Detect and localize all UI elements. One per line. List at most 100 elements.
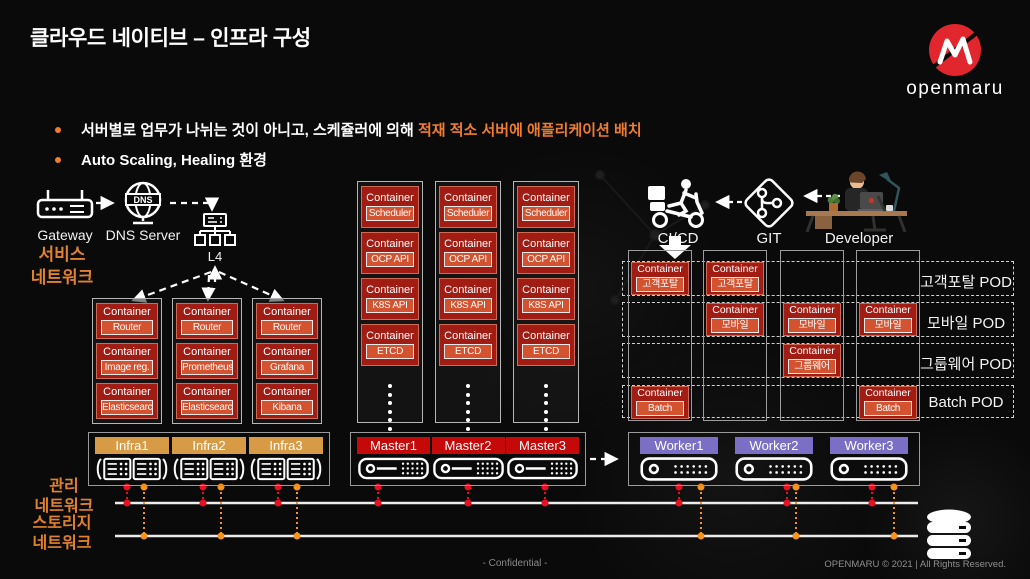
logo-wordmark: openmaru xyxy=(906,78,1004,99)
gateway-icon xyxy=(36,190,94,219)
dns-label: DNS Server xyxy=(105,227,181,243)
bullet-text: Auto Scaling, Healing 환경 xyxy=(81,152,267,169)
container-title: Container xyxy=(444,330,492,342)
infra-server: Infra3 xyxy=(249,436,323,482)
pod-container: Container 고객포탈 xyxy=(631,262,689,295)
infra-servers-box: Infra1 Infra2 Infra3 xyxy=(88,432,330,486)
worker-server: Worker2 xyxy=(730,436,818,482)
worker-node-icon xyxy=(730,456,818,482)
master-server-label: Master2 xyxy=(431,437,505,454)
worker-server: Worker1 xyxy=(635,436,723,482)
container-title: Container xyxy=(712,304,758,316)
master-server: Master2 xyxy=(431,437,505,481)
container-title: Container xyxy=(522,192,570,204)
container-name: ETCD xyxy=(522,344,570,359)
container-title: Container xyxy=(522,330,570,342)
container-name: OCP API xyxy=(444,252,492,267)
pod-row xyxy=(622,385,1014,418)
container-title: Container xyxy=(103,306,151,318)
container-name: OCP API xyxy=(522,252,570,267)
container-name: Router xyxy=(261,320,313,335)
pod-row-label: 모바일 POD xyxy=(926,315,1006,332)
container-name: 모바일 xyxy=(864,318,912,333)
worker-node-column xyxy=(628,250,692,421)
container-name: Router xyxy=(181,320,233,335)
container-name: Kibana xyxy=(261,400,313,415)
logo-mark-icon: openmaru xyxy=(906,24,1004,99)
container-title: Container xyxy=(103,386,151,398)
worker-node-column xyxy=(856,250,920,421)
worker-server-label: Worker2 xyxy=(735,436,813,454)
server-node-icon xyxy=(432,456,505,481)
container-title: Container xyxy=(637,263,683,275)
container-name: K8S API xyxy=(444,298,492,313)
bullet-dot xyxy=(55,126,61,133)
pod-row-label: 그룹웨어 POD xyxy=(920,356,1012,373)
footer-confidential: - Confidential - xyxy=(482,558,548,569)
gateway-label: Gateway xyxy=(37,227,93,243)
pod-row-label: Batch POD xyxy=(928,394,1004,411)
container-title: Container xyxy=(865,304,911,316)
bullet-dot xyxy=(55,156,61,163)
infra-server: Infra1 xyxy=(95,436,169,482)
management-network-line1: 관리 xyxy=(49,478,79,495)
container-title: Container xyxy=(366,192,414,204)
server-rack-icon xyxy=(249,456,323,482)
worker-server-label: Worker3 xyxy=(830,436,908,454)
management-network-label: 관리 네트워크 xyxy=(18,477,110,517)
openmaru-logo: openmaru xyxy=(898,12,1016,102)
workers-box: Worker1 Worker2 Worker3 xyxy=(628,432,920,486)
bullet-item: 서버별로 업무가 나뉘는 것이 아니고, 스케쥴러에 의해 적재 적소 서버에 … xyxy=(55,119,642,140)
container-name: 모바일 xyxy=(711,318,759,333)
container-name: Scheduler xyxy=(522,206,570,221)
pod-container: Container 모바일 xyxy=(859,303,917,336)
pod-row xyxy=(622,261,1014,296)
master-server-label: Master3 xyxy=(506,437,579,454)
container-name: K8S API xyxy=(366,298,414,313)
worker-node-column xyxy=(780,250,844,421)
master-server-label: Master1 xyxy=(357,437,430,454)
container-title: Container xyxy=(444,284,492,296)
bullet-text-highlight: 적재 적소 서버에 애플리케이션 배치 xyxy=(417,122,642,139)
master-server: Master1 xyxy=(357,437,430,481)
container-title: Container xyxy=(103,346,151,358)
worker-server-label: Worker1 xyxy=(640,436,718,454)
container-title: Container xyxy=(522,284,570,296)
developer-label: Developer xyxy=(824,230,894,247)
container-name: OCP API xyxy=(366,252,414,267)
container-name: ETCD xyxy=(366,344,414,359)
worker-node-icon xyxy=(825,456,913,482)
container-name: 고객포탈 xyxy=(636,277,684,292)
developer-illustration xyxy=(805,171,907,232)
container-title: Container xyxy=(865,387,911,399)
infra-server-label: Infra2 xyxy=(172,436,246,454)
container-title: Container xyxy=(183,386,231,398)
container-title: Container xyxy=(263,346,311,358)
database-icon xyxy=(927,509,971,559)
container-title: Container xyxy=(183,346,231,358)
container-name: Elasticsearch xyxy=(181,400,233,415)
git-label: GIT xyxy=(756,230,782,247)
ellipsis-dots xyxy=(517,384,575,431)
